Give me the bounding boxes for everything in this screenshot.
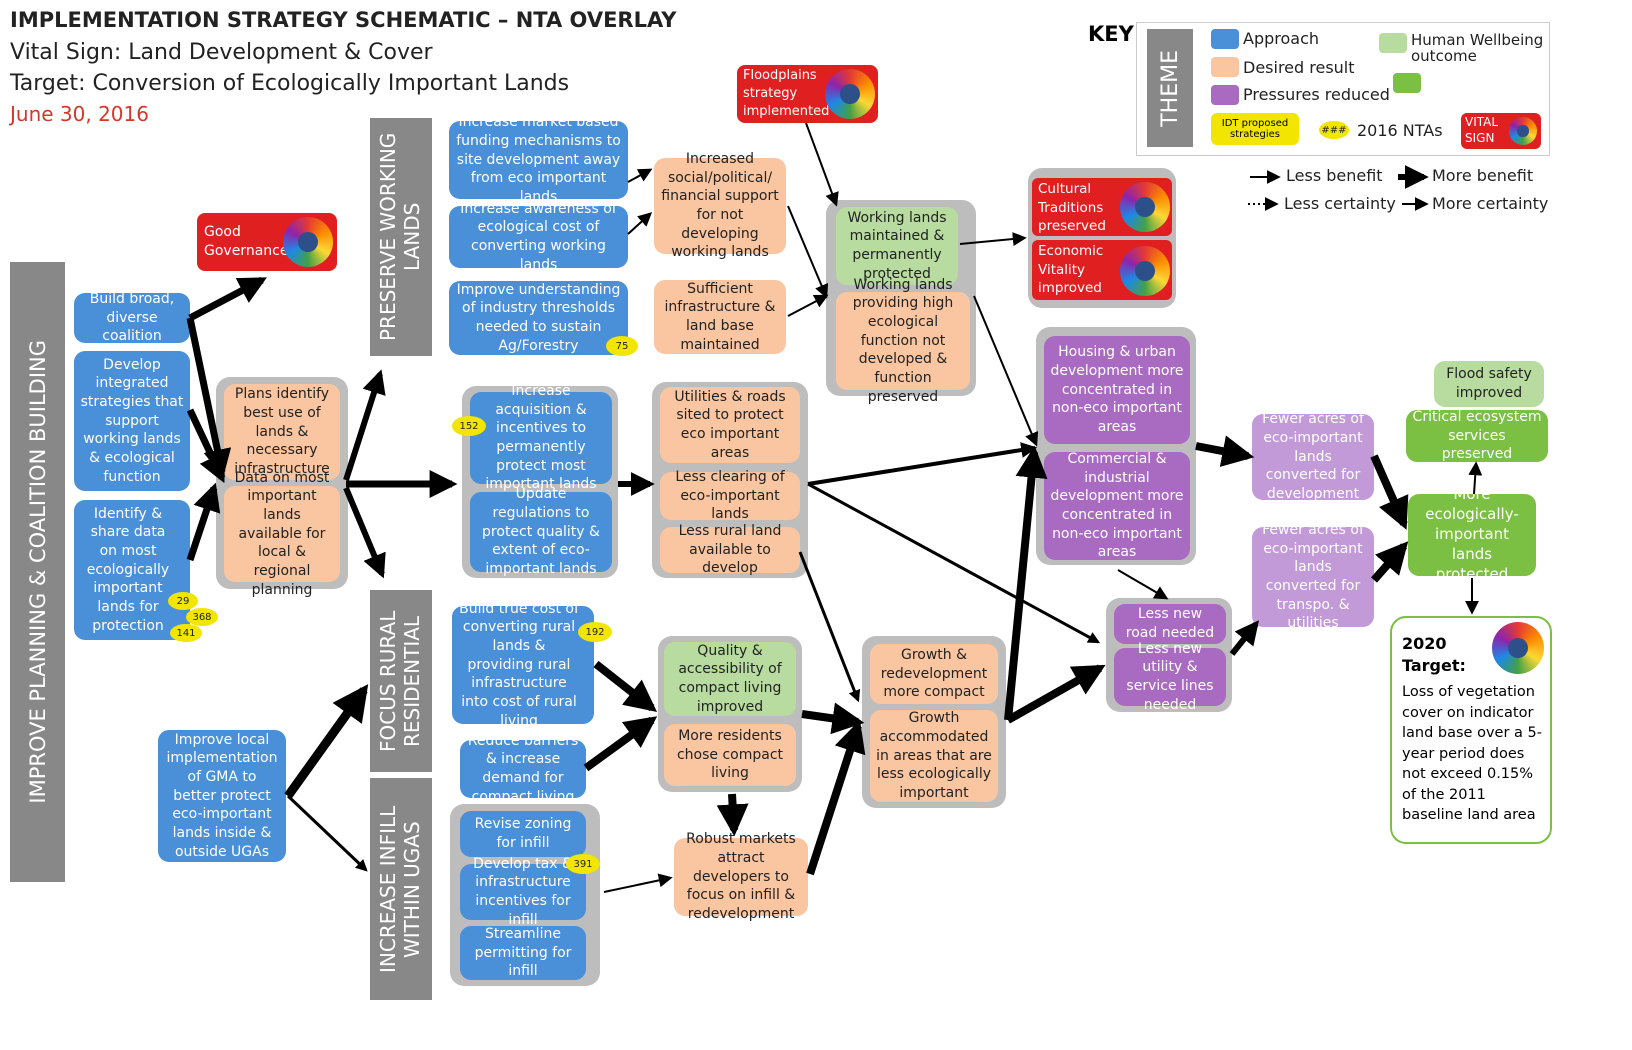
target-subtitle: Target: Conversion of Ecologically Impor… — [10, 71, 570, 96]
identify-share-data: Identify & share data on most ecological… — [74, 500, 190, 640]
key-panel: THEME Approach Desired result Pressures … — [1136, 22, 1550, 156]
key-idt-box: IDT proposed strategies — [1211, 113, 1299, 145]
less-rural-land: Less rural land available to develop — [660, 523, 800, 576]
band-focus-rural: FOCUS RURAL RESIDENTIAL — [370, 590, 432, 772]
key-more-certainty: More certainty — [1432, 194, 1549, 213]
key-pressures-swatch — [1211, 85, 1239, 105]
key-theme-band: THEME — [1147, 29, 1193, 147]
key-more-benefit: More benefit — [1432, 166, 1534, 185]
housing-urban-concentrated: Housing & urban development more concent… — [1044, 336, 1190, 444]
build-broad-coalition: Build broad, diverse coalition — [74, 291, 190, 344]
target-text: Loss of vegetation cover on indicator la… — [1402, 684, 1542, 824]
flood-safety-improved: Flood safety improved — [1434, 361, 1544, 407]
key-vital-sign: VITAL SIGN — [1461, 113, 1541, 149]
growth-accommodated: Growth accommodated in areas that are le… — [870, 710, 998, 802]
date-label: June 30, 2016 — [10, 102, 149, 126]
target-year: 2020 — [1402, 634, 1447, 653]
key-title: KEY — [1088, 22, 1134, 46]
increased-support: Increased social/political/ financial su… — [654, 151, 786, 260]
page-title: IMPLEMENTATION STRATEGY SCHEMATIC – NTA … — [10, 8, 677, 32]
key-less-certainty: Less certainty — [1284, 194, 1396, 213]
reduce-barriers: Reduce barriers & increase demand for co… — [460, 733, 586, 805]
target-label: Target: — [1402, 656, 1466, 675]
more-residents-compact: More residents chose compact living — [664, 724, 796, 786]
band-improve-planning: IMPROVE PLANNING & COALITION BUILDING — [10, 262, 65, 882]
fewer-acres-transpo: Fewer acres of eco-important lands conve… — [1252, 522, 1374, 631]
nta-badge-192: 192 — [578, 622, 612, 642]
key-nta-label: 2016 NTAs — [1357, 121, 1443, 140]
vital-sign-logo-icon — [1509, 117, 1537, 145]
nta-badge-75: 75 — [606, 336, 638, 356]
vital-sign-good-governance: Good Governance — [197, 213, 337, 271]
target-2020-box: 2020 Target: Loss of vegetation cover on… — [1390, 616, 1552, 844]
nta-badge-368: 368 — [186, 608, 218, 626]
cultural-traditions-icon — [1120, 182, 1170, 232]
key-pressures-label: Pressures reduced — [1243, 85, 1390, 104]
quality-accessibility: Quality & accessibility of compact livin… — [664, 642, 796, 716]
build-true-cost: Build true cost of converting rural land… — [452, 601, 594, 729]
nta-badge-141: 141 — [170, 624, 202, 642]
working-lands-maintained: Working lands maintained & permanently p… — [836, 207, 958, 285]
vital-sign-economic-vitality: Economic Vitality improved — [1032, 240, 1172, 300]
growth-redevelopment: Growth & redevelopment more compact — [870, 644, 998, 704]
vital-sign-floodplains: Floodplains strategy implemented — [737, 65, 878, 123]
less-new-road: Less new road needed — [1114, 604, 1226, 644]
streamline-permitting: Streamline permitting for infill — [460, 926, 586, 980]
increase-acquisition: Increase acquisition & incentives to per… — [470, 383, 612, 492]
vital-sign-subtitle: Vital Sign: Land Development & Cover — [10, 40, 433, 65]
economic-vitality-icon — [1120, 246, 1170, 296]
critical-ecosystem-services: Critical ecosystem services preserved — [1406, 409, 1548, 462]
nta-badge-391: 391 — [566, 854, 600, 874]
fewer-acres-development: Fewer acres of eco-important lands conve… — [1252, 411, 1374, 502]
plans-identify-best-use: Plans identify best use of lands & neces… — [224, 384, 340, 480]
key-nta-badge: ### — [1319, 121, 1349, 139]
key-desired-swatch — [1211, 57, 1239, 77]
target-vital-sign-icon — [1492, 622, 1544, 674]
band-preserve-working: PRESERVE WORKING LANDS — [370, 118, 432, 356]
develop-integrated-strategies: Develop integrated strategies that suppo… — [74, 351, 190, 491]
revise-zoning: Revise zoning for infill — [460, 811, 586, 857]
improve-local-gma: Improve local implementation of GMA to b… — [158, 730, 286, 862]
commercial-industrial-concentrated: Commercial & industrial development more… — [1044, 451, 1190, 560]
nta-badge-152: 152 — [452, 416, 486, 436]
key-outcome-swatch — [1393, 73, 1421, 93]
band-increase-infill: INCREASE INFILL WITHIN UGAS — [370, 778, 432, 1000]
vital-sign-cultural-traditions: Cultural Traditions preserved — [1032, 178, 1172, 236]
improve-understanding: Improve understanding of industry thresh… — [449, 281, 628, 355]
less-clearing: Less clearing of eco-important lands — [660, 469, 800, 522]
increase-market-funding: Increase market based funding mechanisms… — [449, 114, 628, 205]
sufficient-infrastructure: Sufficient infrastructure & land base ma… — [654, 280, 786, 354]
key-approach-swatch — [1211, 29, 1239, 49]
data-on-important-lands: Data on most important lands available f… — [224, 470, 340, 598]
increase-awareness: Increase awareness of ecological cost of… — [449, 201, 628, 273]
utilities-roads-sited: Utilities & roads sited to protect eco i… — [660, 387, 800, 463]
key-wellbeing-label: Human Wellbeing — [1411, 31, 1544, 49]
key-outcome-label: outcome — [1411, 47, 1477, 65]
key-desired-label: Desired result — [1243, 58, 1355, 77]
floodplains-icon — [825, 69, 875, 119]
nta-badge-29: 29 — [168, 592, 198, 610]
good-governance-icon — [283, 217, 333, 267]
key-wellbeing-swatch — [1379, 33, 1407, 53]
key-approach-label: Approach — [1243, 29, 1320, 48]
key-less-benefit: Less benefit — [1286, 166, 1383, 185]
